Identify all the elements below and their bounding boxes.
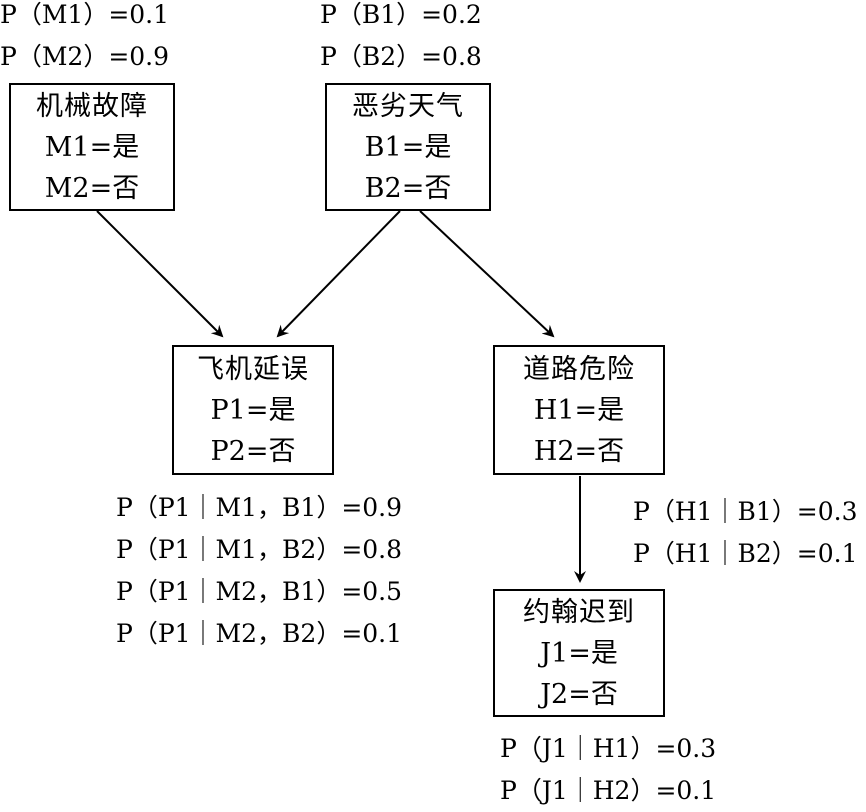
node-john-state1: J1=是 xyxy=(540,637,618,669)
prob-p1-m2-b2: P（P1｜M2，B2）=0.1 xyxy=(116,619,403,648)
node-mechanical-title: 机械故障 xyxy=(36,90,148,122)
node-john-title: 约翰迟到 xyxy=(523,596,635,628)
node-road-state1: H1=是 xyxy=(533,394,625,426)
node-flight-state2: P2=否 xyxy=(210,435,296,467)
prob-p1-m1-b2: P（P1｜M1，B2）=0.8 xyxy=(116,535,403,564)
node-weather-state1: B1=是 xyxy=(364,131,452,163)
mechanical-prior-probabilities: P（M1）=0.1 P（M2）=0.9 xyxy=(0,0,169,78)
node-road-state2: H2=否 xyxy=(533,435,625,467)
node-mechanical-failure: 机械故障 M1=是 M2=否 xyxy=(9,83,175,211)
node-john-late: 约翰迟到 J1=是 J2=否 xyxy=(493,589,665,717)
node-john-state2: J2=否 xyxy=(540,678,618,710)
prob-h1-b1: P（H1｜B1）=0.3 xyxy=(633,497,858,526)
prob-b1: P（B1）=0.2 xyxy=(320,0,482,29)
weather-prior-probabilities: P（B1）=0.2 P（B2）=0.8 xyxy=(320,0,482,78)
prob-b2: P（B2）=0.8 xyxy=(320,42,482,71)
prob-m2: P（M2）=0.9 xyxy=(0,42,170,71)
node-flight-state1: P1=是 xyxy=(210,394,296,426)
node-road-hazard: 道路危险 H1=是 H2=否 xyxy=(493,345,665,475)
node-weather-state2: B2=否 xyxy=(364,172,452,204)
prob-p1-m2-b1: P（P1｜M2，B1）=0.5 xyxy=(116,577,403,606)
node-mechanical-state2: M2=否 xyxy=(44,172,140,204)
node-road-title: 道路危险 xyxy=(523,353,635,385)
edge-weather-to-flight xyxy=(276,210,401,338)
prob-m1: P（M1）=0.1 xyxy=(0,0,170,29)
node-weather-title: 恶劣天气 xyxy=(352,90,464,122)
road-conditional-probabilities: P（H1｜B1）=0.3 P（H1｜B2）=0.1 xyxy=(633,491,858,575)
edge-weather-to-road xyxy=(419,210,555,338)
node-flight-delay: 飞机延误 P1=是 P2=否 xyxy=(172,345,334,475)
edge-mechanical-to-flight xyxy=(96,210,224,338)
flight-conditional-probabilities: P（P1｜M1，B1）=0.9 P（P1｜M1，B2）=0.8 P（P1｜M2，… xyxy=(116,487,402,655)
node-flight-title: 飞机延误 xyxy=(197,353,309,385)
prob-p1-m1-b1: P（P1｜M1，B1）=0.9 xyxy=(116,493,403,522)
prob-j1-h2: P（J1｜H2）=0.1 xyxy=(500,776,717,805)
node-bad-weather: 恶劣天气 B1=是 B2=否 xyxy=(325,83,491,211)
node-mechanical-state1: M1=是 xyxy=(44,131,140,163)
prob-h1-b2: P（H1｜B2）=0.1 xyxy=(633,539,858,568)
john-conditional-probabilities: P（J1｜H1）=0.3 P（J1｜H2）=0.1 xyxy=(500,728,716,812)
prob-j1-h1: P（J1｜H1）=0.3 xyxy=(500,734,717,763)
